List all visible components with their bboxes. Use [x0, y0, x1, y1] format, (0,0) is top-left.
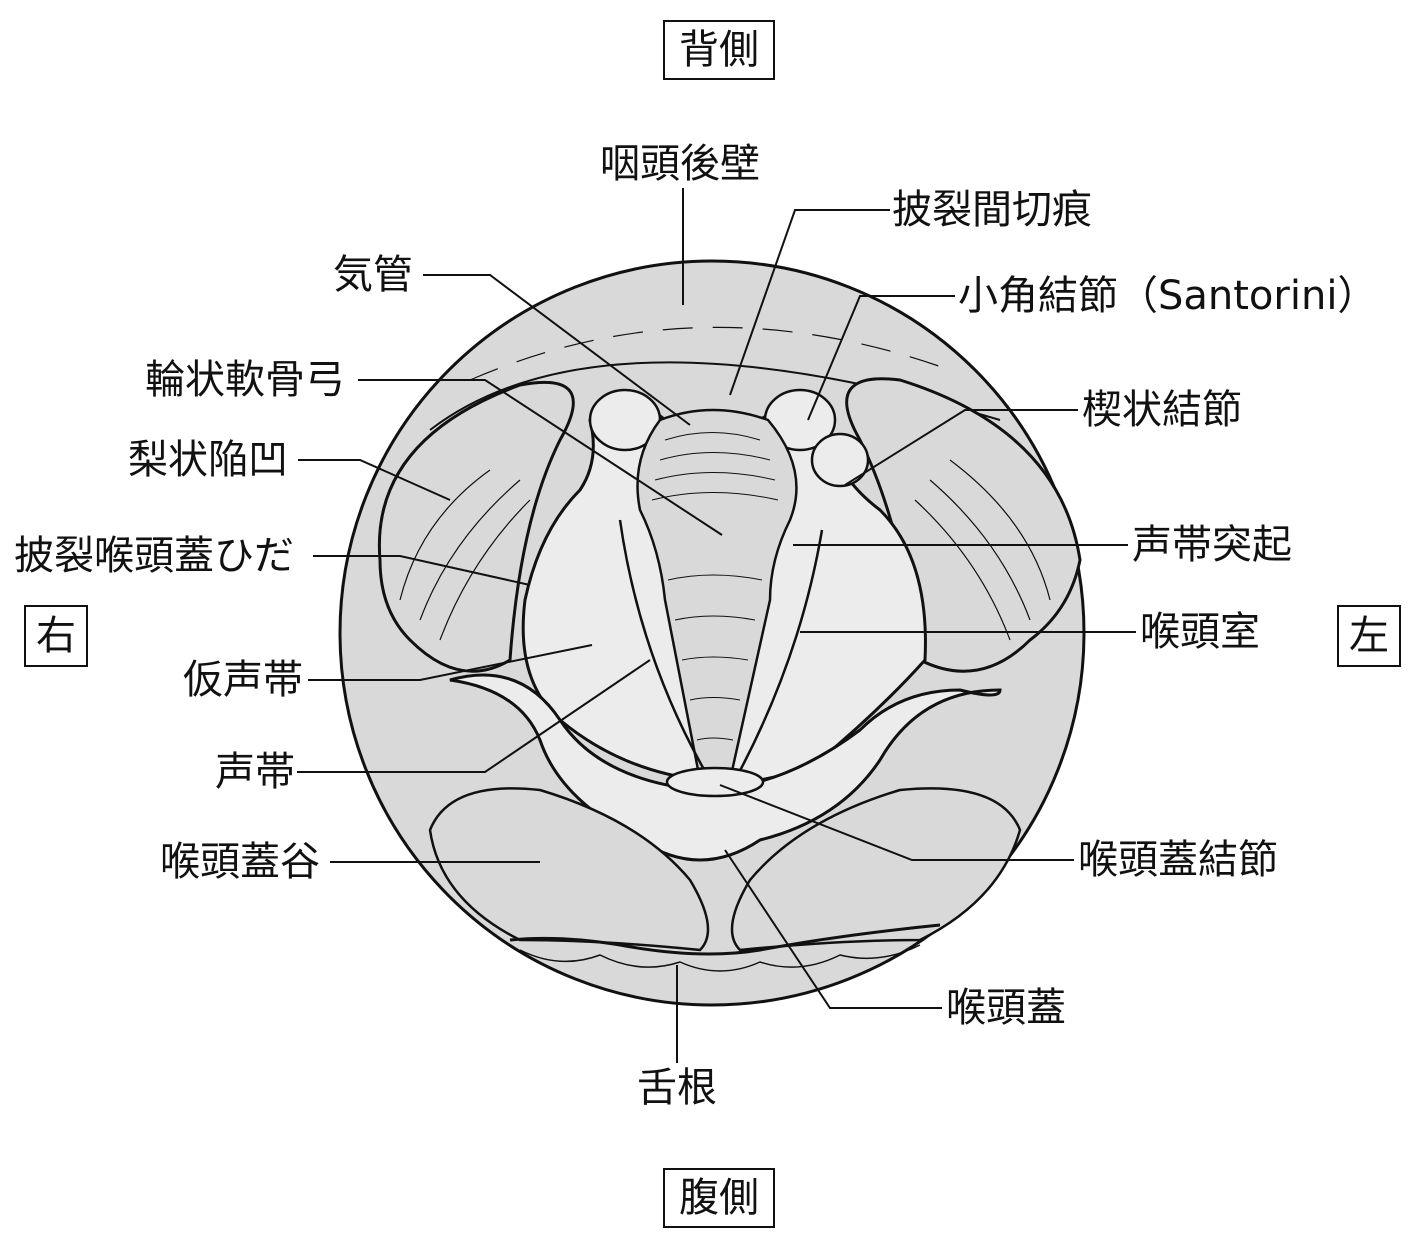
orientation-left: 右: [24, 605, 88, 667]
orientation-top: 背側: [663, 20, 775, 80]
glottis: [636, 408, 798, 782]
label-aryepiglottic-fold: 披裂喉頭蓋ひだ: [14, 533, 294, 579]
label-epiglottic-tubercle: 喉頭蓋結節: [1078, 837, 1278, 883]
label-interarytenoid-notch: 披裂間切痕: [892, 187, 1092, 233]
label-trachea: 気管: [333, 252, 413, 298]
label-vallecula: 喉頭蓋谷: [160, 839, 320, 885]
epiglottic-tubercle-shape: [665, 766, 765, 798]
piriform-recess-left: [845, 377, 1082, 673]
tongue-root-edge: [509, 923, 941, 956]
vocal-cord-left: [733, 529, 824, 781]
label-laryngeal-ventricle: 喉頭室: [1140, 609, 1260, 655]
label-false-vocal-cord: 仮声帯: [183, 657, 303, 703]
label-vocal-cord: 声帯: [215, 749, 295, 795]
label-cricoid-arch: 輪状軟骨弓: [145, 357, 345, 403]
vallecula-right: [428, 787, 710, 952]
vallecula-left: [730, 787, 1022, 952]
orientation-right: 左: [1337, 605, 1401, 667]
cuneiform-left: [810, 432, 870, 488]
label-piriform-recess: 梨状陥凹: [128, 437, 288, 483]
label-corniculate-tubercle: 小角結節（Santorini）: [958, 273, 1378, 319]
piriform-recess-right: [377, 380, 575, 673]
label-epiglottis: 喉頭蓋: [946, 985, 1066, 1031]
label-vocal-process: 声帯突起: [1132, 522, 1292, 568]
label-pharynx-posterior-wall: 咽頭後壁: [600, 141, 760, 187]
label-tongue-root: 舌根: [637, 1065, 717, 1111]
vocal-cord-right: [618, 519, 712, 781]
label-cuneiform-tubercle: 楔状結節: [1082, 387, 1242, 433]
orientation-bottom: 腹側: [663, 1168, 775, 1228]
